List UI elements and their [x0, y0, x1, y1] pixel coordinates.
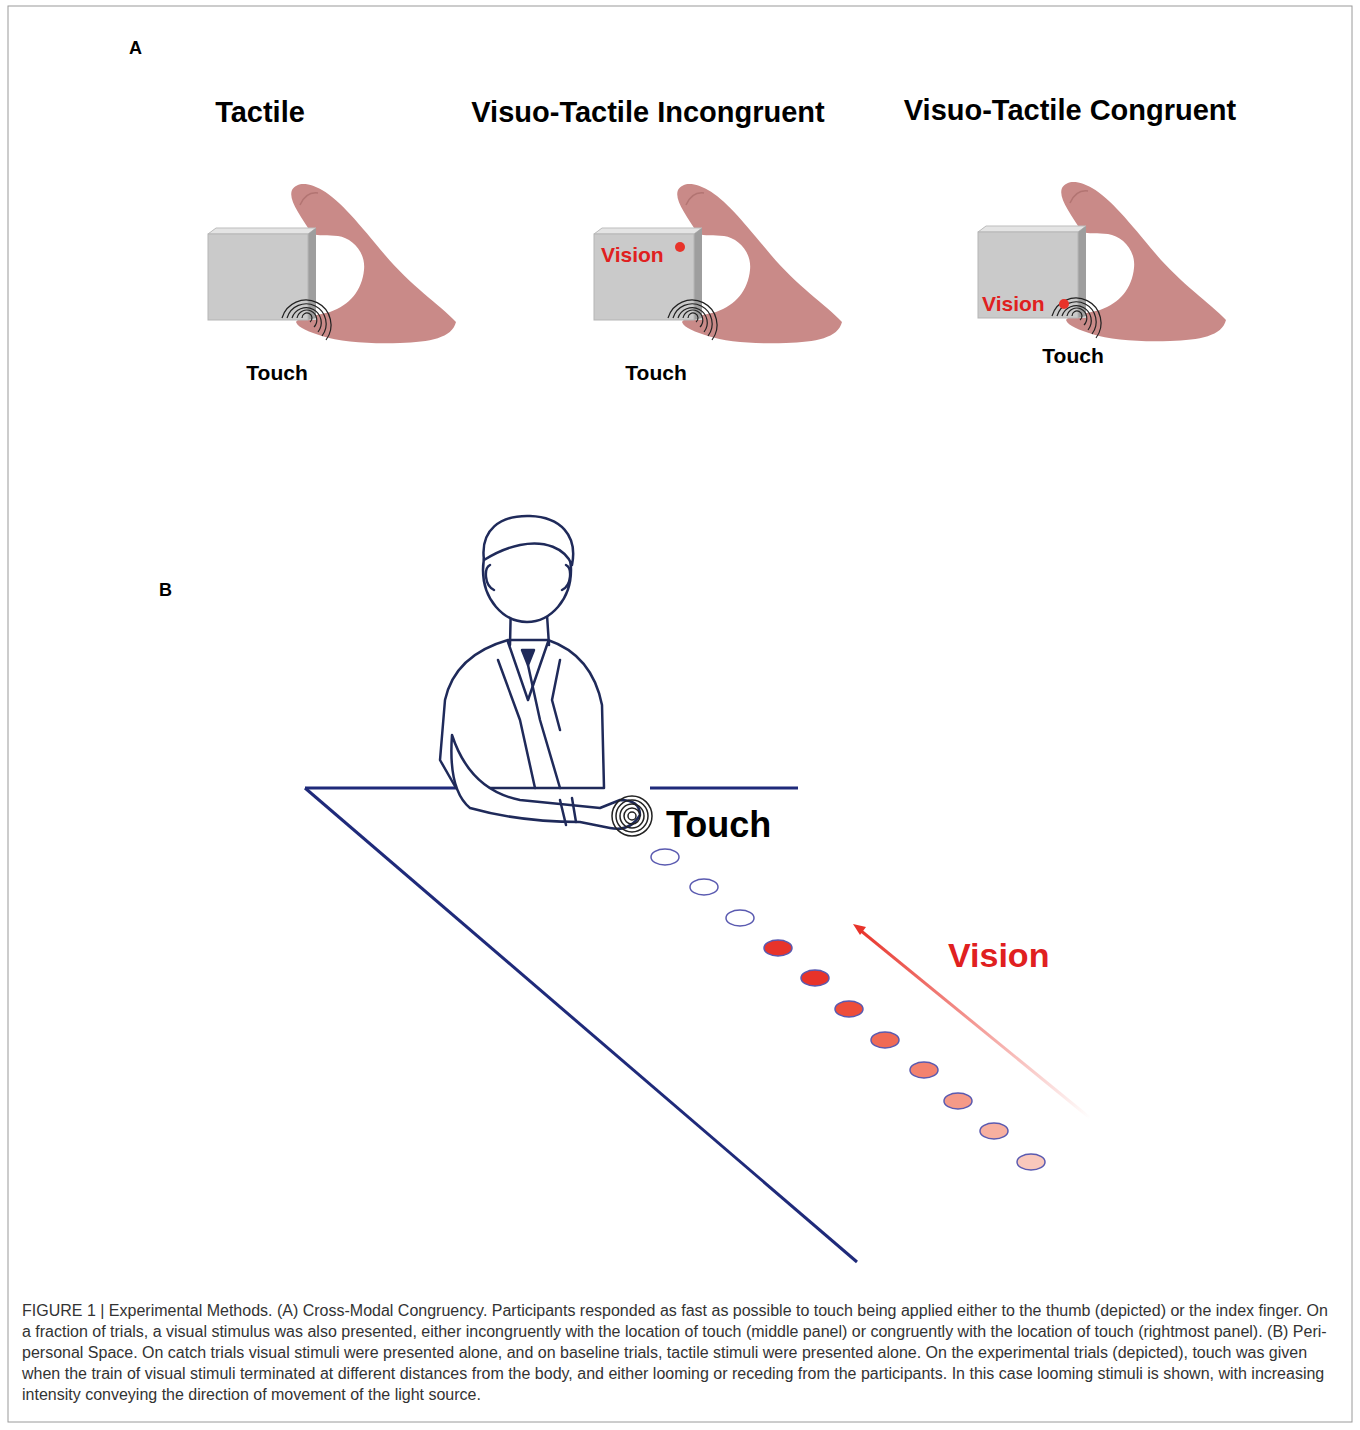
touch-label: Touch: [666, 804, 771, 845]
hand-cube: [978, 182, 1226, 341]
vision-label: Vision: [601, 243, 664, 267]
panel-title: Tactile: [215, 96, 305, 129]
touch-label: Touch: [1042, 344, 1103, 368]
vision-label: Vision: [982, 292, 1045, 316]
visual-dot: [1059, 299, 1069, 309]
panel-title: Visuo-Tactile Congruent: [904, 94, 1236, 127]
stimulus-train: [651, 849, 1045, 1170]
panel-title: Visuo-Tactile Incongruent: [471, 96, 824, 129]
panel-letter: B: [159, 580, 172, 601]
hand-cube: [208, 184, 456, 343]
touch-ripple: [612, 796, 652, 836]
visual-dot: [675, 242, 685, 252]
table: [305, 788, 857, 1262]
panel-letter: A: [129, 38, 142, 59]
direction-arrow: [860, 930, 1090, 1118]
person: [440, 516, 640, 829]
arrow-head: [853, 924, 866, 935]
figure-caption: FIGURE 1 | Experimental Methods. (A) Cro…: [22, 1300, 1340, 1405]
touch-label: Touch: [246, 361, 307, 385]
touch-label: Touch: [625, 361, 686, 385]
hand-cube: [594, 184, 842, 343]
vision-label: Vision: [948, 936, 1049, 975]
